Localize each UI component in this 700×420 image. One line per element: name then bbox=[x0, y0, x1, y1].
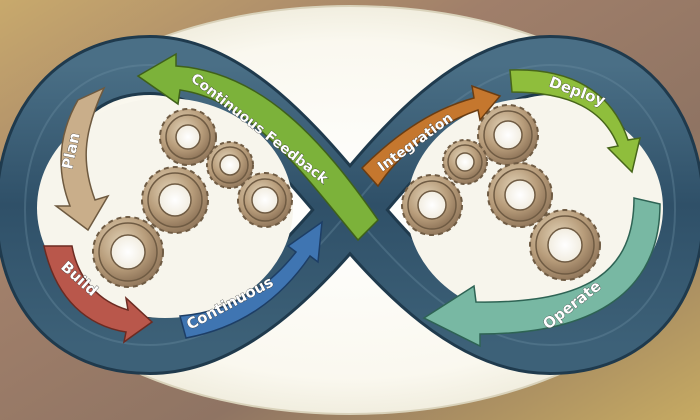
gear-icon bbox=[159, 108, 217, 166]
gear-icon bbox=[487, 162, 553, 228]
gears-left bbox=[92, 108, 293, 288]
continuous-feedback-arrow-body bbox=[136, 52, 379, 242]
operate-arrow-body bbox=[422, 197, 661, 348]
deploy-arrow-body bbox=[509, 69, 641, 174]
gear-icon bbox=[206, 141, 254, 189]
gear-icon bbox=[477, 104, 539, 166]
plan-arrow-body bbox=[53, 86, 110, 232]
gear-icon bbox=[92, 216, 164, 288]
gear-icon bbox=[141, 166, 209, 234]
gear-icon bbox=[529, 209, 601, 281]
continuous-arrow-body bbox=[179, 220, 323, 339]
gear-icon bbox=[237, 172, 293, 228]
gears-right bbox=[401, 104, 601, 281]
integration-arrow-body bbox=[360, 84, 502, 188]
gear-icon bbox=[442, 139, 488, 185]
build-arrow-body bbox=[43, 245, 154, 344]
gear-icon bbox=[401, 174, 463, 236]
